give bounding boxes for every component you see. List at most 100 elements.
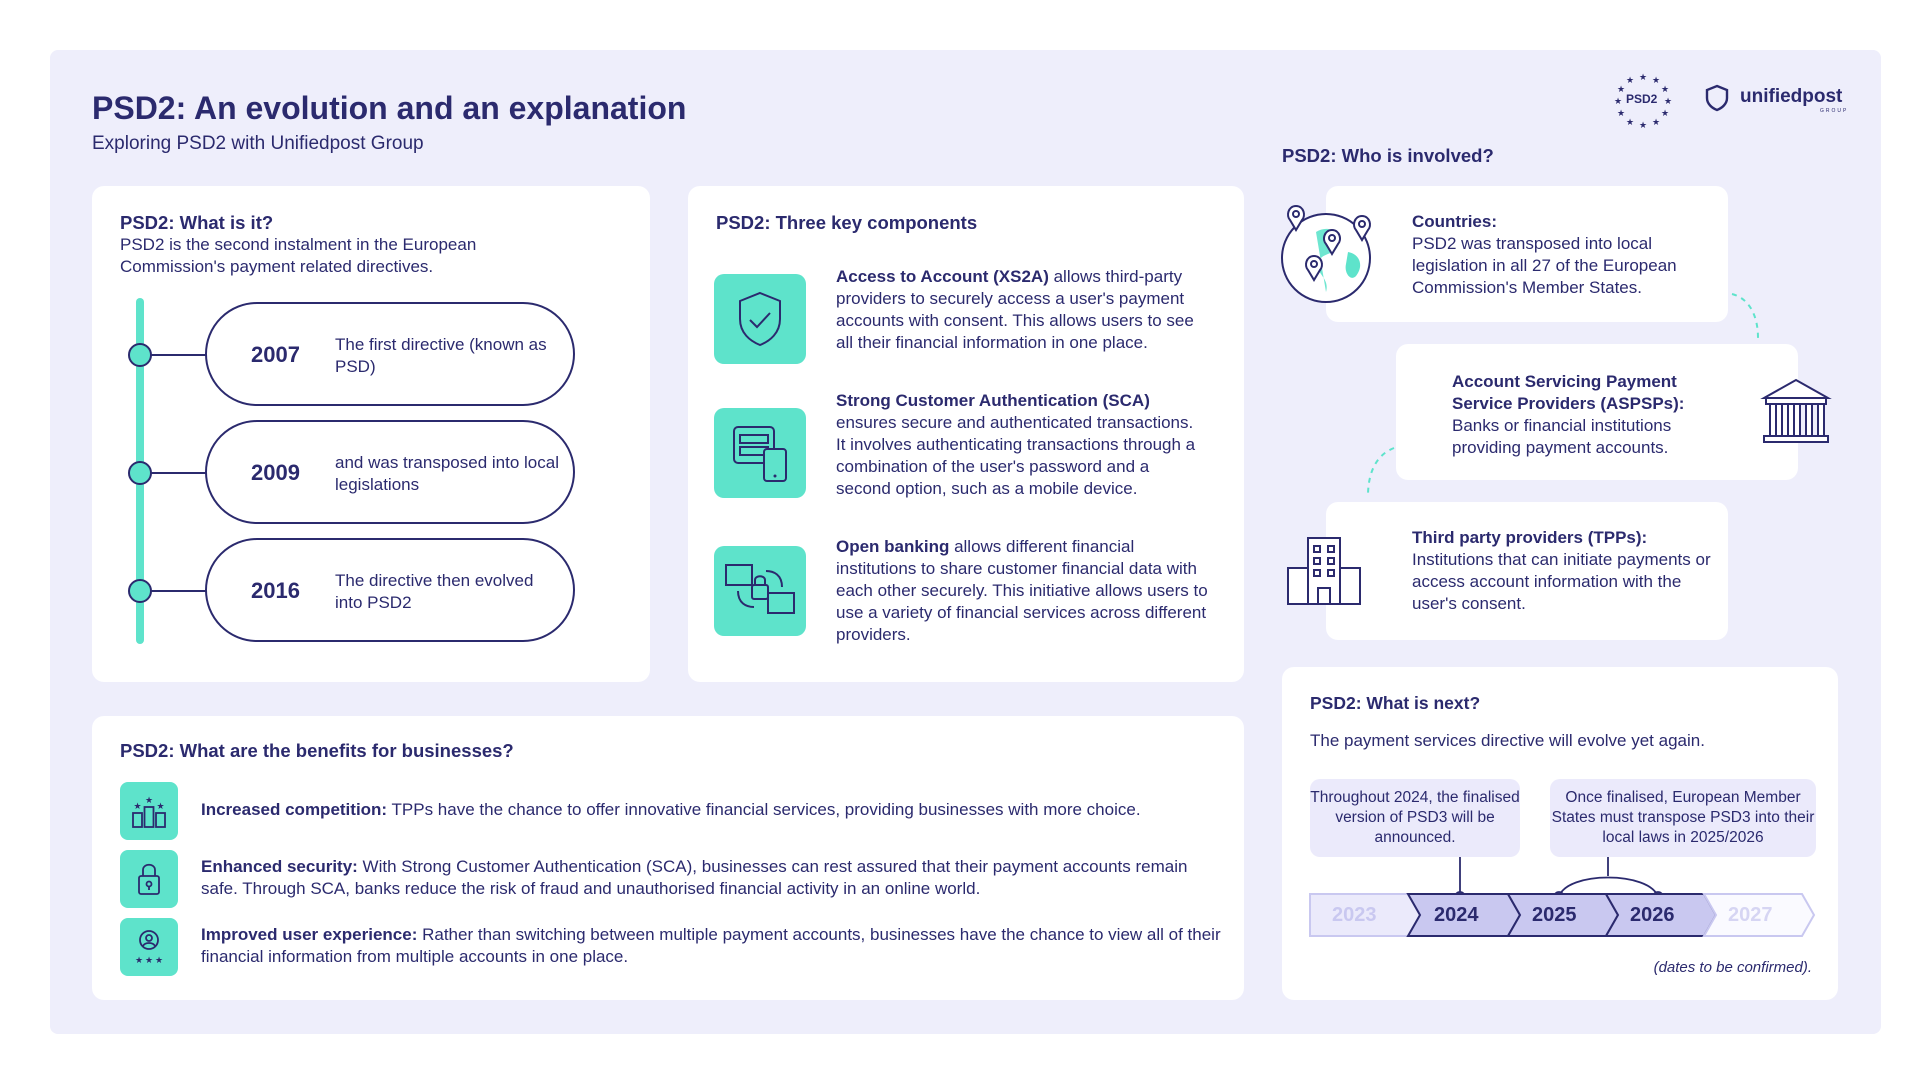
components-title: PSD2: Three key components xyxy=(716,212,978,233)
timeline-year: 2016 xyxy=(251,578,300,603)
year-2025: 2025 xyxy=(1532,904,1577,926)
psd2-badge-label: PSD2 xyxy=(1626,92,1658,106)
svg-text:★: ★ xyxy=(1617,85,1625,95)
timeline-year: 2009 xyxy=(251,460,300,485)
svg-text:★: ★ xyxy=(1652,118,1660,128)
unifiedpost-shield-icon xyxy=(1705,84,1733,114)
years-arrow-row: 2023 2024 2025 2026 2027 xyxy=(1308,891,1818,939)
benefits-card: PSD2: What are the benefits for business… xyxy=(92,716,1244,1000)
who-title: PSD2: Who is involved? xyxy=(1282,145,1494,166)
who-countries-text: Countries: PSD2 was transposed into loca… xyxy=(1412,211,1712,299)
svg-text:★: ★ xyxy=(1617,109,1625,119)
component-sca: Strong Customer Authentication (SCA) ens… xyxy=(836,390,1206,500)
svg-text:★: ★ xyxy=(145,956,153,966)
year-2024: 2024 xyxy=(1434,904,1479,926)
bank-icon xyxy=(1760,376,1832,448)
svg-text:★: ★ xyxy=(1661,109,1669,119)
note-2025-2026: Once finalised, European Member States m… xyxy=(1550,779,1816,857)
padlock-icon xyxy=(120,850,178,908)
next-card: PSD2: What is next? The payment services… xyxy=(1282,667,1838,1000)
timeline-dot xyxy=(128,343,152,367)
component-lead: Open banking xyxy=(836,537,950,556)
who-description: Banks or financial institutions providin… xyxy=(1452,416,1672,457)
what-is-it-card: PSD2: What is it? PSD2 is the second ins… xyxy=(92,186,650,682)
component-text: allows third-party providers to securely… xyxy=(836,267,1194,352)
dates-footnote: (dates to be confirmed). xyxy=(1653,959,1812,976)
svg-text:★: ★ xyxy=(156,802,164,812)
who-aspsp-card: Account Servicing Payment Service Provid… xyxy=(1396,344,1798,480)
svg-text:★: ★ xyxy=(1639,121,1647,130)
benefits-title: PSD2: What are the benefits for business… xyxy=(120,740,514,761)
brand-tag: GROUP xyxy=(1820,108,1849,114)
what-is-it-description: PSD2 is the second instalment in the Eur… xyxy=(120,235,477,276)
timeline-item-2007: 2007 The first directive (known as PSD) xyxy=(205,302,575,406)
brand-name: unifiedpost xyxy=(1740,86,1843,107)
component-lead: Strong Customer Authentication (SCA) xyxy=(836,391,1150,410)
benefit-lead: Enhanced security: xyxy=(201,857,358,876)
svg-text:★: ★ xyxy=(1614,97,1622,107)
page-title: PSD2: An evolution and an explanation xyxy=(92,90,687,126)
timeline-connector xyxy=(150,354,208,356)
who-lead: Account Servicing Payment Service Provid… xyxy=(1452,372,1685,413)
svg-text:★: ★ xyxy=(1652,76,1660,86)
timeline-item-2009: 2009 and was transposed into local legis… xyxy=(205,420,575,524)
what-is-it-title: PSD2: What is it? xyxy=(120,212,274,233)
benefit-text: Rather than switching between multiple p… xyxy=(201,925,1221,966)
psd2-stars-logo: ★★★ ★★★ ★★★ ★★★ PSD2 xyxy=(1608,70,1678,131)
password-phone-icon xyxy=(714,408,806,498)
component-text: allows different financial institutions … xyxy=(836,537,1208,644)
component-xs2a: Access to Account (XS2A) allows third-pa… xyxy=(836,266,1206,354)
year-2023: 2023 xyxy=(1332,904,1377,926)
user-rating-icon: ★★★ xyxy=(120,918,178,976)
benefit-text: With Strong Customer Authentication (SCA… xyxy=(201,857,1188,898)
dashed-connector xyxy=(1358,444,1398,500)
dashed-connector xyxy=(1728,290,1768,342)
svg-text:★: ★ xyxy=(155,956,163,966)
who-aspsp-text: Account Servicing Payment Service Provid… xyxy=(1452,371,1742,459)
svg-text:★: ★ xyxy=(1626,118,1634,128)
who-tpp-card: Third party providers (TPPs): Institutio… xyxy=(1326,502,1728,640)
globe-pins-icon xyxy=(1276,202,1396,308)
shield-check-icon xyxy=(714,274,806,364)
timeline-connector xyxy=(150,472,208,474)
timeline-dot xyxy=(128,461,152,485)
note-2024: Throughout 2024, the finalised version o… xyxy=(1310,779,1520,857)
benefit-lead: Increased competition: xyxy=(201,800,388,819)
benefit-lead: Improved user experience: xyxy=(201,925,418,944)
podium-stars-icon: ★★★ xyxy=(120,782,178,840)
who-countries-card: Countries: PSD2 was transposed into loca… xyxy=(1326,186,1728,322)
who-lead: Third party providers (TPPs): xyxy=(1412,528,1648,547)
who-description: Institutions that can initiate payments … xyxy=(1412,550,1711,613)
timeline-item-2016: 2016 The directive then evolved into PSD… xyxy=(205,538,575,642)
timeline-dot xyxy=(128,579,152,603)
component-text: ensures secure and authenticated transac… xyxy=(836,413,1196,498)
timeline-text: The first directive (known as PSD) xyxy=(335,335,547,376)
benefit-competition: Increased competition: TPPs have the cha… xyxy=(201,799,1221,821)
timeline-text: The directive then evolved into PSD2 xyxy=(335,571,534,612)
timeline-year: 2007 xyxy=(251,342,300,367)
component-open-banking: Open banking allows different financial … xyxy=(836,536,1216,646)
timeline-connector xyxy=(150,590,208,592)
who-description: PSD2 was transposed into local legislati… xyxy=(1412,234,1677,297)
svg-text:★: ★ xyxy=(1664,97,1672,107)
who-tpp-text: Third party providers (TPPs): Institutio… xyxy=(1412,527,1712,615)
year-2027: 2027 xyxy=(1728,904,1773,926)
component-lead: Access to Account (XS2A) xyxy=(836,267,1049,286)
page-subtitle: Exploring PSD2 with Unifiedpost Group xyxy=(92,133,424,154)
timeline-text: and was transposed into local legislatio… xyxy=(335,453,559,494)
svg-text:★: ★ xyxy=(1639,73,1647,83)
benefit-text: TPPs have the chance to offer innovative… xyxy=(387,800,1141,819)
next-description: The payment services directive will evol… xyxy=(1310,731,1705,750)
svg-text:★: ★ xyxy=(133,802,141,812)
building-icon xyxy=(1284,534,1366,608)
svg-text:★: ★ xyxy=(145,796,153,806)
who-lead: Countries: xyxy=(1412,212,1497,231)
svg-text:★: ★ xyxy=(1661,85,1669,95)
benefit-security: Enhanced security: With Strong Customer … xyxy=(201,856,1221,900)
next-title: PSD2: What is next? xyxy=(1310,693,1481,713)
benefit-ux: Improved user experience: Rather than sw… xyxy=(201,924,1221,968)
svg-text:★: ★ xyxy=(135,956,143,966)
components-card: PSD2: Three key components Access to Acc… xyxy=(688,186,1244,682)
screens-lock-icon xyxy=(714,546,806,636)
svg-text:★: ★ xyxy=(1626,76,1634,86)
